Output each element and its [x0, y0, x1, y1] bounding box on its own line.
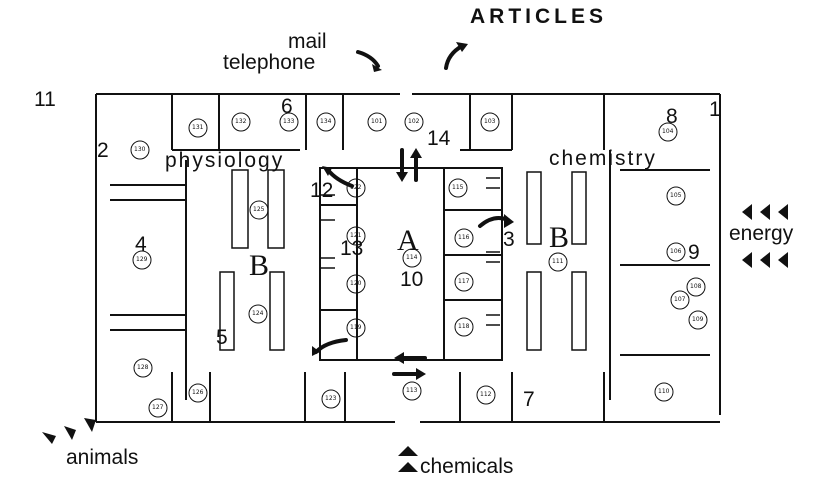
room-120: 120	[350, 280, 362, 287]
room-134: 134	[320, 118, 332, 125]
room-118: 118	[458, 323, 470, 330]
room-130: 130	[134, 146, 146, 153]
area-number-4: 4	[135, 233, 147, 256]
arrowhead-up-inner	[410, 148, 422, 158]
arrow-3	[478, 216, 510, 228]
room-markers	[130, 112, 708, 418]
area-number-2: 2	[97, 139, 109, 162]
mail-label: mail	[288, 30, 327, 53]
curved-arrowheads	[312, 42, 514, 356]
room-126: 126	[192, 389, 204, 396]
chemicals-arrow-2	[398, 462, 418, 472]
articles-label: ARTICLES	[470, 5, 607, 28]
room-117: 117	[458, 278, 470, 285]
area-number-6: 6	[281, 95, 293, 118]
zone-b-right-label: B	[549, 221, 570, 254]
room-128: 128	[137, 364, 149, 371]
arrow-mail-in	[356, 50, 380, 68]
physiology-label: physiology	[165, 149, 285, 172]
animals-arrow-1	[42, 432, 56, 444]
room-132: 132	[235, 118, 247, 125]
room-110: 110	[658, 388, 670, 395]
area-number-13: 13	[340, 237, 364, 260]
room-106: 106	[670, 248, 682, 255]
animals-arrow-3	[84, 418, 96, 432]
arrowhead-down-inner	[396, 172, 408, 182]
room-105: 105	[670, 192, 682, 199]
room-103: 103	[484, 118, 496, 125]
room-109: 109	[692, 316, 704, 323]
building-walls	[95, 93, 721, 423]
room-122: 122	[350, 184, 362, 191]
energy-arrow-3	[778, 204, 788, 220]
animals-arrow-2	[64, 426, 76, 440]
animals-label: animals	[66, 446, 139, 469]
area-number-8: 8	[666, 105, 678, 128]
room-129: 129	[136, 256, 148, 263]
room-101: 101	[371, 118, 383, 125]
room-119: 119	[350, 324, 362, 331]
chemistry-label: chemistry	[549, 147, 657, 170]
area-number-12: 12	[310, 179, 334, 202]
chemicals-label: chemicals	[420, 455, 514, 478]
telephone-label: telephone	[223, 51, 316, 74]
area-number-10: 10	[400, 268, 424, 291]
door-ticks	[320, 177, 500, 326]
area-number-3: 3	[503, 228, 515, 251]
room-111: 111	[552, 258, 564, 265]
room-124: 124	[252, 310, 264, 317]
arrowhead-left-bottom	[394, 352, 404, 364]
area-number-7: 7	[523, 388, 535, 411]
flow-arrows	[392, 148, 427, 380]
room-115: 115	[452, 184, 464, 191]
arrowhead-right-bottom	[416, 368, 426, 380]
zone-a-label: A	[397, 224, 419, 257]
arrow-articles-out	[444, 44, 464, 70]
energy-label: energy	[729, 222, 794, 245]
energy-arrow-1	[742, 204, 752, 220]
curved-arrows	[314, 44, 510, 354]
room-104: 104	[662, 128, 674, 135]
room-108: 108	[690, 283, 702, 290]
room-127: 127	[152, 404, 164, 411]
area-number-5: 5	[216, 326, 228, 349]
room-107: 107	[674, 296, 686, 303]
zone-b-left-label: B	[249, 249, 270, 282]
room-114: 114	[406, 254, 418, 261]
energy-arrows	[42, 204, 788, 472]
energy-arrow-2	[760, 204, 770, 220]
area-number-1: 1	[709, 98, 721, 121]
room-131: 131	[192, 124, 204, 131]
room-125: 125	[253, 206, 265, 213]
room-102: 102	[408, 118, 420, 125]
room-121: 121	[350, 232, 362, 239]
room-116: 116	[458, 234, 470, 241]
area-number-14: 14	[427, 127, 451, 150]
room-112: 112	[480, 391, 492, 398]
room-133: 133	[283, 118, 295, 125]
energy-arrow-6	[778, 252, 788, 268]
area-number-9: 9	[688, 241, 700, 264]
energy-arrow-5	[760, 252, 770, 268]
room-113: 113	[406, 387, 418, 394]
chemicals-arrow-1	[398, 446, 418, 456]
room-123: 123	[325, 395, 337, 402]
energy-arrow-4	[742, 252, 752, 268]
area-number-11: 11	[34, 88, 56, 111]
